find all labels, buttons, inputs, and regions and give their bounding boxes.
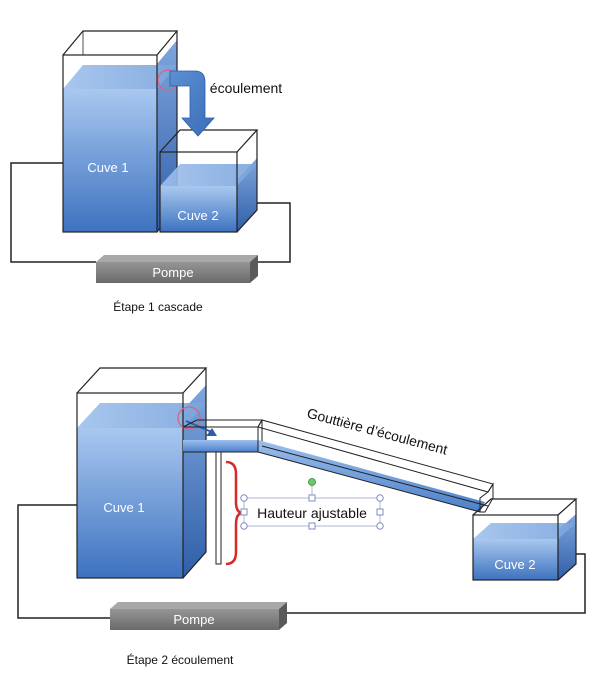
stage1-tank2-water-top xyxy=(160,164,257,186)
stage1-diagram: Cuve 1 Cuve 2 écoulement Pompe Étape xyxy=(10,30,291,314)
stage2-tank1-water-top xyxy=(77,403,206,428)
stage2-gutter-label: Gouttière d’écoulement xyxy=(305,405,449,458)
stage2-tank1-label: Cuve 1 xyxy=(103,500,144,515)
stage1-tank2-water xyxy=(160,186,237,232)
resize-handles[interactable] xyxy=(240,494,384,530)
stage1-pump-label: Pompe xyxy=(152,265,193,280)
stage2-diagram: Cuve 1 Gouttière d’écouleme xyxy=(17,367,586,667)
stage2-gutter: Gouttière d’écoulement xyxy=(257,405,494,513)
stage2-tank1-water xyxy=(77,428,183,578)
stage1-pipe-right xyxy=(244,202,291,263)
stage2-pump: Pompe xyxy=(110,602,287,630)
stage1-tank1-label: Cuve 1 xyxy=(87,160,128,175)
stage1-pump: Pompe xyxy=(96,255,258,283)
stage2-tank2-water xyxy=(473,539,558,580)
stage2-tank1-water-side xyxy=(183,385,206,578)
stage1-tank2-label: Cuve 2 xyxy=(177,208,218,223)
stage2-overflow-circle xyxy=(177,406,201,430)
stage2-tank2-water-top xyxy=(473,523,576,539)
stage2-support-post xyxy=(215,451,222,565)
stage2-height-textbox[interactable]: Hauteur ajustable xyxy=(240,478,384,530)
stage2-tank2: Cuve 2 xyxy=(472,498,578,581)
stage2-height-bracket xyxy=(225,460,244,566)
stage1-caption: Étape 1 cascade xyxy=(113,299,203,314)
stage1-flow-arrow xyxy=(169,70,215,137)
stage1-tank1-water xyxy=(63,89,157,232)
stage2-tank1: Cuve 1 xyxy=(76,367,208,579)
stage1-tank1-water-top xyxy=(63,65,177,89)
stage2-pipe-right xyxy=(280,553,586,614)
stage1-tank2: Cuve 2 xyxy=(159,129,259,233)
stage1-pipe-left xyxy=(10,162,96,263)
stage2-tank2-label: Cuve 2 xyxy=(494,557,535,572)
stage2-pump-label: Pompe xyxy=(173,612,214,627)
stage2-pipe-left xyxy=(17,504,110,619)
rotate-handle[interactable] xyxy=(308,478,316,486)
stage2-flow-arrowhead xyxy=(206,428,217,436)
stage2-height-label: Hauteur ajustable xyxy=(257,505,367,521)
stage2-caption: Étape 2 écoulement xyxy=(127,652,234,667)
stage1-flow-label: écoulement xyxy=(210,80,282,96)
